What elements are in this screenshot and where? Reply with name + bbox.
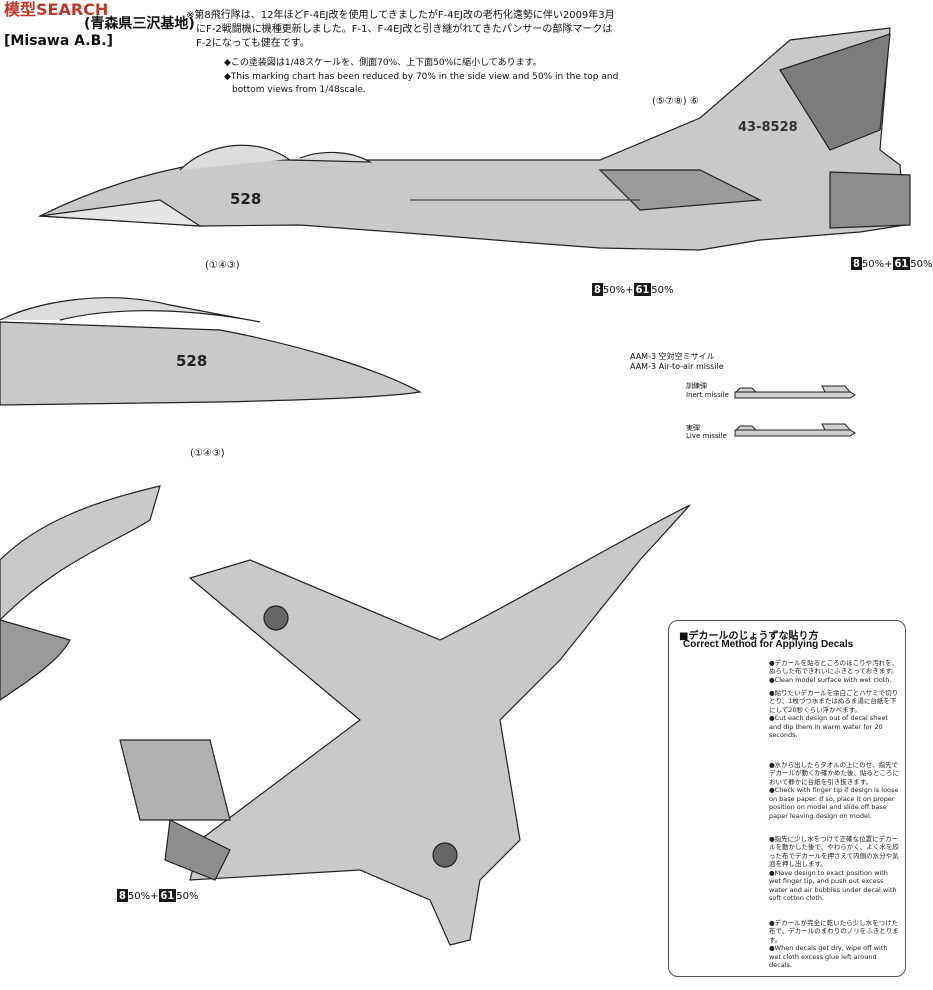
instructions-title-en: Correct Method for Applying Decals <box>683 639 854 650</box>
sub-note-upper: (①④③) <box>205 260 240 271</box>
missile-title-jp: AAM-3 空対空ミサイル <box>630 352 715 361</box>
squadron-note-line3: F-2になっても健在です。 <box>196 38 310 49</box>
decal-instructions: ■デカールのじょうずな貼り方 Correct Method for Applyi… <box>668 620 906 977</box>
sub-note-lower: (①④③) <box>190 448 225 459</box>
instruction-step-1: ●デカールを貼るところのほこりや汚れを、ぬらした布できれいにふきとっておきます。… <box>769 659 899 684</box>
series-note: (⑤⑦⑧) ⑥ <box>652 96 699 107</box>
inert-missile-en: Inert missile <box>686 391 729 399</box>
side-view-upper <box>37 27 911 251</box>
base-name-en: [Misawa A.B.] <box>4 33 113 49</box>
scale-note-en-1: ◆This marking chart has been reduced by … <box>224 72 619 82</box>
top-view-partial-left <box>0 485 161 701</box>
instruction-step-3: ●水から出したらタオルの上にのせ、指先でデカールが動くか確かめた後、貼るところに… <box>769 761 899 820</box>
live-missile-en: Live missile <box>686 432 727 440</box>
inert-missile-jp: 訓練弾 <box>686 382 707 390</box>
bottom-view <box>119 504 691 946</box>
watermark-logo: 模型SEARCH <box>0 0 160 20</box>
live-missile-jp: 実弾 <box>686 424 700 432</box>
watermark-brand: 模型SEARCH <box>4 0 109 19</box>
aam3-missiles <box>734 385 856 437</box>
scale-note-jp: ◆この塗装図は1/48スケールを、側面70%、上下面50%に縮小してあります。 <box>224 58 542 68</box>
instruction-step-4: ●指先に少し水をつけて正確な位置にデカールを動かした後で、やわらかく、よく水を絞… <box>769 835 899 903</box>
tail-serial: 43-8528 <box>738 120 798 135</box>
squadron-note-line2: にF-2戦闘機に機種更新しました。F-1、F-4EJ改と引き継がれてきたパンサー… <box>196 24 613 35</box>
location-fragment: (青森県三沢基地) <box>84 16 195 32</box>
side-view-lower <box>0 297 422 406</box>
squadron-note-line1: ※第8飛行隊は、12年ほどF-4EJ改を使用してきましたがF-4EJ改の老朽化遠… <box>186 10 615 21</box>
instruction-step-5: ●デカールが完全に乾いたら少し水をつけた布で、デカールのまわりのノリをふきとりま… <box>769 919 899 970</box>
nose-number-upper: 528 <box>230 190 262 208</box>
instructions-title-jp: ■デカールのじょうずな貼り方 <box>679 631 819 642</box>
nose-number-lower: 528 <box>176 352 208 370</box>
missile-title-en: AAM-3 Air-to-air missile <box>630 362 724 371</box>
instruction-step-2: ●貼りたいデカールを余白ごとハサミで切りとり、1枚づつ水またはぬるま湯に台紙を下… <box>769 689 899 740</box>
scale-note-en-2: bottom views from 1/48scale. <box>232 85 366 95</box>
